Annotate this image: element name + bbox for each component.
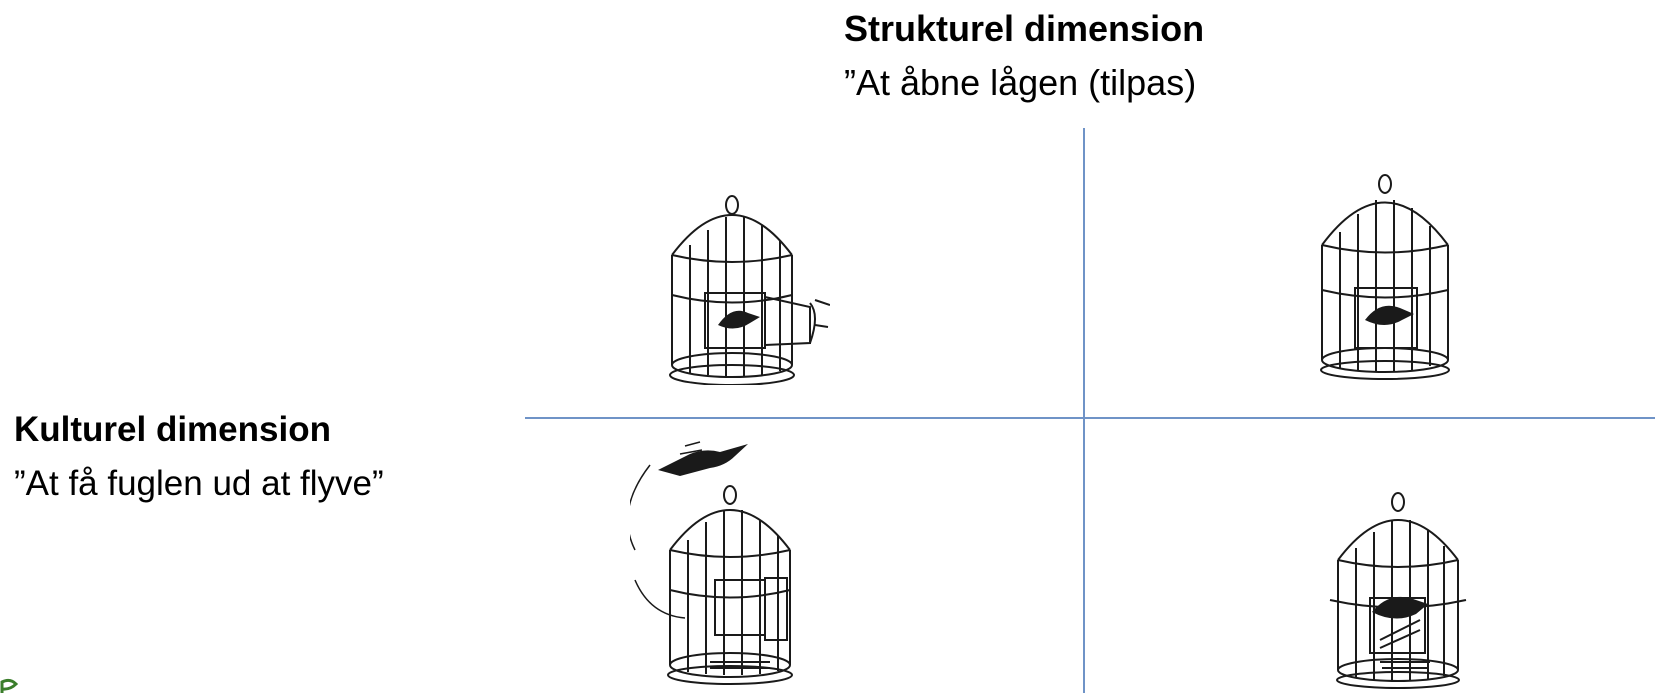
- cage-bird-flying-icon: [630, 441, 793, 685]
- horizontal-axis-line: [525, 417, 1655, 419]
- cage-door-broken-icon: [1329, 492, 1467, 689]
- structural-dimension-subtitle: ”At åbne lågen (tilpas): [844, 62, 1197, 103]
- cultural-dimension-title: Kulturel dimension: [14, 410, 331, 449]
- structural-dimension-title: Strukturel dimension: [844, 8, 1205, 49]
- vertical-axis-line: [1083, 128, 1085, 693]
- cage-closed-door-icon: [1320, 174, 1450, 380]
- cultural-dimension-subtitle: ”At få fuglen ud at flyve”: [14, 464, 384, 503]
- corner-logo-fragment-icon: [0, 678, 19, 693]
- cage-open-door-icon: [669, 195, 830, 385]
